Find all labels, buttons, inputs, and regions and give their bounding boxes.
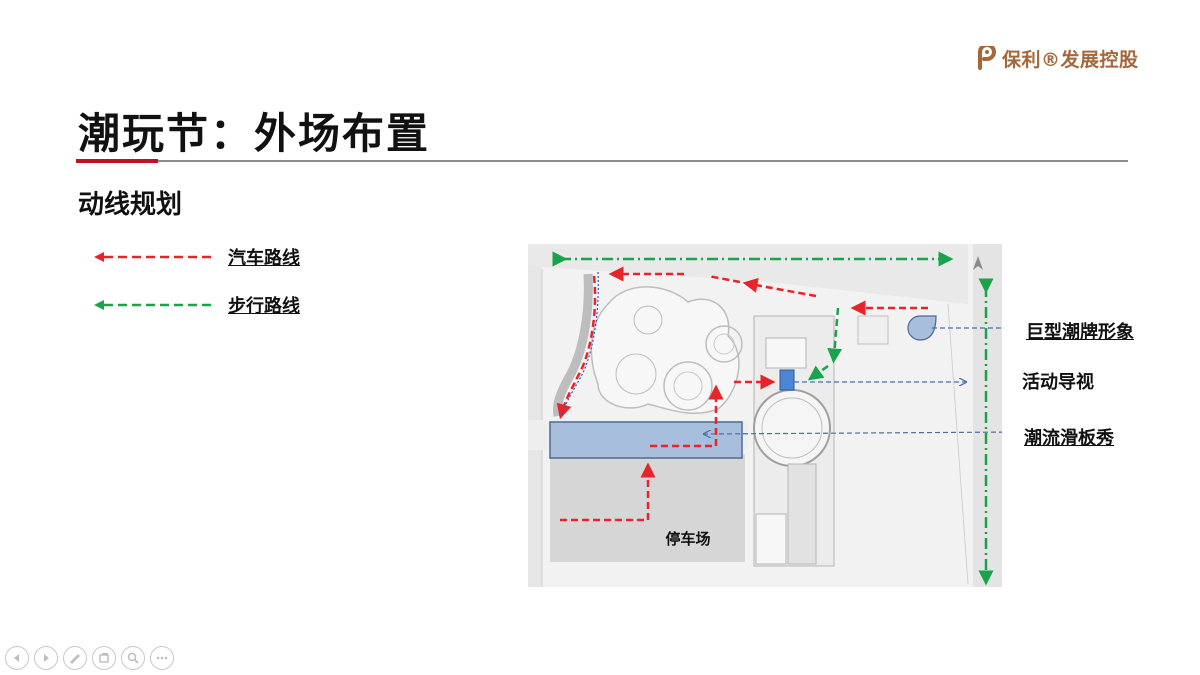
legend-label: 步行路线 — [228, 296, 300, 317]
green-dashed-arrow-icon — [94, 300, 214, 310]
skateboard-show-area — [549, 421, 743, 459]
legend-item-walk-route: 步行路线 — [92, 293, 300, 317]
slides-icon[interactable] — [92, 646, 116, 670]
callout-skateboard-show: 潮流滑板秀 — [1024, 428, 1114, 449]
previous-icon[interactable] — [5, 646, 29, 670]
site-plan-map: 停车场 — [528, 244, 1002, 587]
brand-logo: 保利®发展控股 — [976, 42, 1139, 74]
zoom-icon[interactable] — [121, 646, 145, 670]
next-icon[interactable] — [34, 646, 58, 670]
slide-title: 潮玩节：外场布置 — [78, 109, 431, 158]
pen-icon[interactable] — [63, 646, 87, 670]
parking-label: 停车场 — [665, 530, 710, 548]
legend-label: 汽车路线 — [228, 248, 300, 269]
north-arrow-icon — [973, 256, 983, 270]
callout-giant-brand: 巨型潮牌形象 — [1026, 322, 1134, 343]
title-divider-accent — [76, 159, 158, 163]
activity-guide-marker — [779, 369, 795, 391]
more-icon[interactable] — [150, 646, 174, 670]
callout-activity-guide: 活动导视 — [1022, 372, 1094, 393]
title-divider — [76, 160, 1128, 162]
section-subtitle: 动线规划 — [78, 190, 183, 220]
red-dashed-arrow-icon — [94, 252, 214, 262]
brand-name: 保利®发展控股 — [1002, 48, 1139, 71]
presentation-toolbar — [5, 646, 174, 670]
brand-mark-icon — [978, 46, 997, 70]
legend-item-car-route: 汽车路线 — [92, 245, 300, 269]
